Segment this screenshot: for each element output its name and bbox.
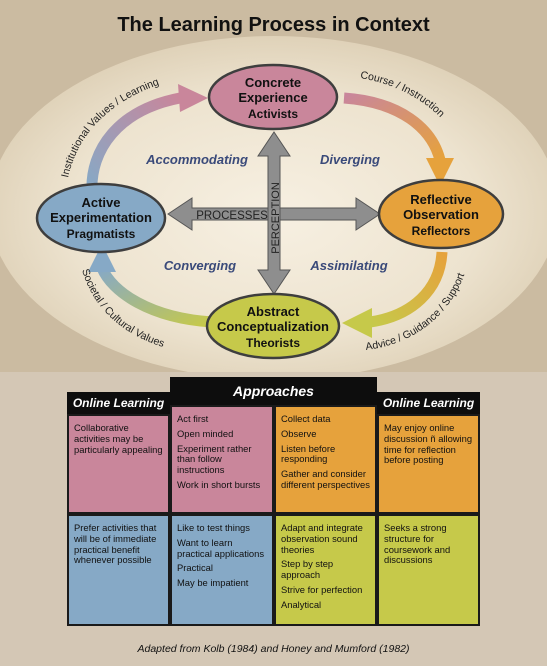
node-reflective-observation: Reflective Observation Reflectors (377, 178, 505, 250)
node-left-line3: Pragmatists (67, 227, 136, 241)
table-item: Open minded (177, 427, 234, 439)
quadrant-assimilating: Assimilating (309, 258, 387, 273)
cycle-arrow-top-left (86, 84, 208, 193)
table-item: Work in short bursts (177, 478, 261, 490)
table-item: Analytical (281, 598, 322, 610)
node-right-line1: Reflective (410, 192, 471, 207)
table-item: Seeks a strong structure for coursework … (384, 522, 451, 566)
citation: Adapted from Kolb (1984) and Honey and M… (137, 643, 410, 655)
table-item: Collaborative activities may be particul… (74, 422, 163, 455)
cell-row2-left: Prefer activities that will be of immedi… (67, 514, 170, 626)
cycle-arrow-bottom-right (342, 251, 448, 338)
online-learning-header-right: Online Learning (377, 392, 480, 414)
table-item: Want to learn practical applications (177, 536, 265, 559)
table-item: May be impatient (177, 577, 249, 589)
table-item: Listen before responding (281, 442, 336, 465)
diagram-canvas: The Learning Process in Context PROCESSE… (0, 0, 547, 380)
cell-row2-col2: Like to test things Want to learn practi… (170, 514, 274, 626)
processes-axis-label: PROCESSES (196, 210, 268, 222)
node-left-line2: Experimentation (50, 210, 152, 225)
node-left-line1: Active (81, 195, 120, 210)
cell-row1-right: May enjoy online discussion ñ allowing t… (377, 414, 480, 514)
node-top-line2: Experience (238, 90, 307, 105)
cycle-arrow-top-right (343, 92, 454, 186)
table-item: May enjoy online discussion ñ allowing t… (384, 422, 473, 466)
cell-row1-col2: Act first Open minded Experiment rather … (170, 405, 274, 514)
table-item: Practical (177, 562, 213, 574)
node-top-line3: Activists (248, 107, 298, 121)
online-learning-header-left: Online Learning (67, 392, 170, 414)
table-item: Step by step approach (281, 558, 334, 581)
table-item: Act first (177, 413, 209, 424)
table-item: Observe (281, 427, 317, 439)
page-title: The Learning Process in Context (117, 14, 430, 36)
node-bottom-line2: Conceptualization (217, 319, 329, 334)
node-right-line3: Reflectors (412, 224, 471, 238)
perception-axis-label: PERCEPTION (270, 182, 282, 254)
table-item: Experiment rather than follow instructio… (177, 442, 252, 476)
cycle-arrow-bottom-left (88, 244, 213, 328)
quadrant-accommodating: Accommodating (145, 152, 248, 167)
table-item: Adapt and integrate observation sound th… (281, 522, 363, 555)
node-top-line1: Concrete (245, 75, 301, 90)
table-item: Prefer activities that will be of immedi… (74, 522, 157, 566)
cell-row2-col3: Adapt and integrate observation sound th… (274, 514, 377, 626)
node-abstract-conceptualization: Abstract Conceptualization Theorists (205, 292, 341, 360)
cell-row1-left: Collaborative activities may be particul… (67, 414, 170, 514)
node-right-line2: Observation (403, 207, 479, 222)
table-item: Strive for perfection (281, 583, 363, 595)
node-concrete-experience: Concrete Experience Activists (207, 63, 339, 131)
approaches-header: Approaches (170, 377, 377, 405)
table-item: Gather and consider different perspectiv… (281, 468, 370, 490)
table-item: Collect data (281, 413, 331, 424)
quadrant-diverging: Diverging (320, 152, 380, 167)
quadrant-converging: Converging (164, 258, 236, 273)
node-bottom-line3: Theorists (246, 336, 300, 350)
node-bottom-line1: Abstract (247, 304, 300, 319)
cell-row2-right: Seeks a strong structure for coursework … (377, 514, 480, 626)
node-active-experimentation: Active Experimentation Pragmatists (35, 182, 167, 254)
cell-row1-col3: Collect data Observe Listen before respo… (274, 405, 377, 514)
learning-cycle-diagram: The Learning Process in Context PROCESSE… (0, 0, 547, 380)
table-item: Like to test things (177, 522, 250, 533)
